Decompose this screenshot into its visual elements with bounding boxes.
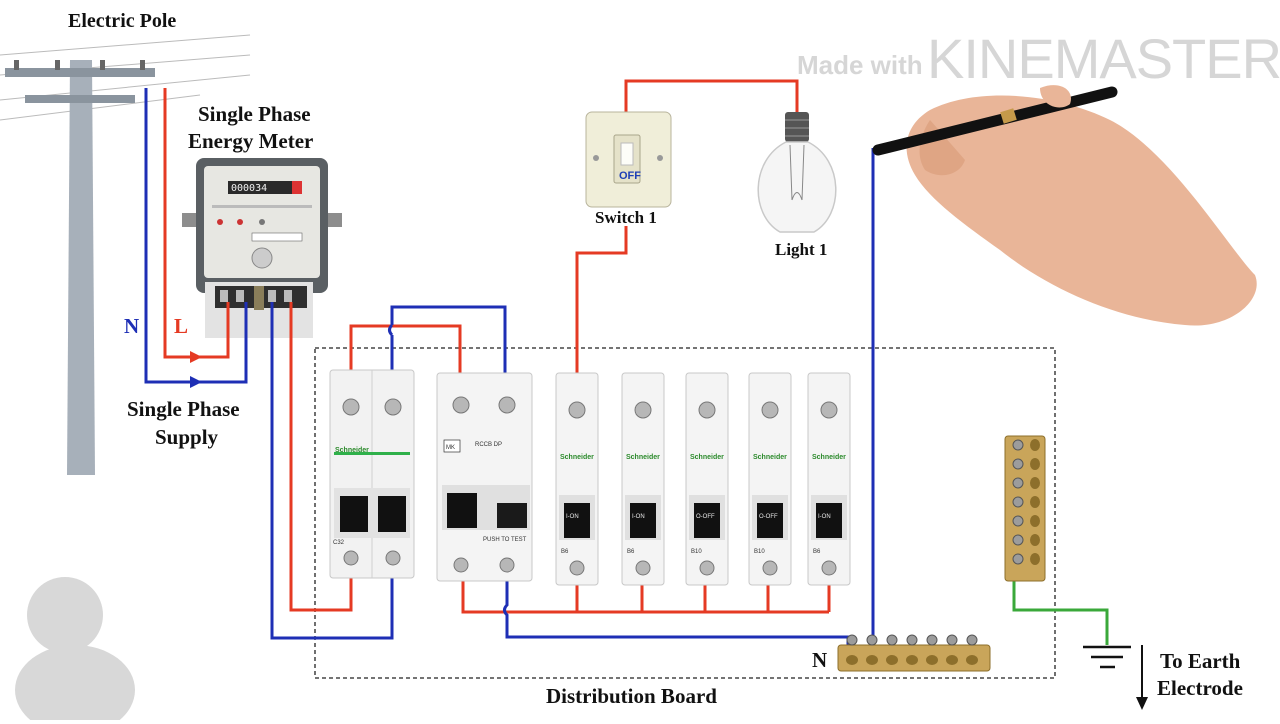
avatar-placeholder bbox=[15, 577, 135, 724]
neutral-bar-label: N bbox=[812, 648, 828, 672]
screw bbox=[926, 634, 938, 646]
earth-symbol bbox=[1083, 645, 1131, 669]
wiring bbox=[144, 79, 1109, 645]
mcb-brand: Schneider bbox=[812, 454, 846, 461]
neutral-label: N bbox=[124, 314, 140, 338]
mcb-rating: B10 bbox=[691, 549, 702, 555]
screw bbox=[1012, 496, 1024, 508]
screw bbox=[966, 634, 978, 646]
energy-meter: 000034 bbox=[182, 158, 342, 338]
neutral-link-bar bbox=[837, 634, 991, 672]
terminal-hole bbox=[926, 655, 938, 665]
light-switch bbox=[585, 111, 672, 208]
supply-label-line2: Supply bbox=[155, 425, 219, 449]
terminal-hole bbox=[1030, 553, 1040, 565]
electric-pole bbox=[0, 34, 251, 475]
live-label: L bbox=[174, 314, 189, 338]
mcb-state: O-OFF bbox=[696, 514, 715, 520]
mcb-rating: B6 bbox=[813, 549, 821, 555]
rccb-text: RCCB DP bbox=[475, 442, 502, 448]
distribution-board-outline bbox=[314, 347, 1056, 679]
terminal-hole bbox=[866, 655, 878, 665]
screw bbox=[946, 634, 958, 646]
mcb-rating: B6 bbox=[627, 549, 635, 555]
mcb-brand: Schneider bbox=[560, 454, 594, 461]
earth-link-bar bbox=[1004, 435, 1046, 582]
rccb-brand: MK bbox=[446, 445, 455, 451]
screw bbox=[886, 634, 898, 646]
svg-text:000034: 000034 bbox=[231, 183, 267, 194]
terminal-hole bbox=[846, 655, 858, 665]
terminal-hole bbox=[966, 655, 978, 665]
screw bbox=[1012, 477, 1024, 489]
mcb-state: I-ON bbox=[632, 514, 645, 520]
mcb-brand: Schneider bbox=[690, 454, 724, 461]
mcb-state: O-OFF bbox=[759, 514, 778, 520]
electric-pole-label: Electric Pole bbox=[68, 10, 177, 32]
mcb-rating: B6 bbox=[561, 549, 569, 555]
screw bbox=[1012, 458, 1024, 470]
energy-meter-label-line2: Energy Meter bbox=[188, 129, 314, 153]
watermark-brand: KINEMASTER bbox=[927, 27, 1280, 90]
earth-arrow bbox=[1136, 645, 1148, 710]
hand-with-pen bbox=[872, 85, 1257, 326]
mcb-rating: B10 bbox=[754, 549, 765, 555]
screw bbox=[1012, 553, 1024, 565]
mcb-state: I-ON bbox=[566, 514, 579, 520]
screw bbox=[1012, 534, 1024, 546]
earth-label-line2: Electrode bbox=[1157, 676, 1243, 700]
rccb: MK RCCB DP PUSH TO TEST bbox=[436, 372, 533, 582]
mcb-brand: Schneider bbox=[753, 454, 787, 461]
terminal-hole bbox=[946, 655, 958, 665]
earth-label-line1: To Earth bbox=[1160, 649, 1241, 673]
light-bulb bbox=[757, 112, 837, 233]
screw bbox=[1012, 515, 1024, 527]
mcb-brand: Schneider bbox=[626, 454, 660, 461]
terminal-hole bbox=[1030, 458, 1040, 470]
terminal-hole bbox=[906, 655, 918, 665]
screw bbox=[906, 634, 918, 646]
watermark-prefix: Made with bbox=[797, 50, 923, 80]
supply-label-line1: Single Phase bbox=[127, 397, 240, 421]
terminal-hole bbox=[1030, 534, 1040, 546]
rccb-test-button-label: PUSH TO TEST bbox=[483, 537, 527, 543]
terminal-hole bbox=[1030, 515, 1040, 527]
screw bbox=[866, 634, 878, 646]
switch-label: Switch 1 bbox=[595, 208, 657, 227]
screw bbox=[846, 634, 858, 646]
light-label: Light 1 bbox=[775, 240, 828, 259]
mcb-state: I-ON bbox=[818, 514, 831, 520]
terminal-hole bbox=[1030, 477, 1040, 489]
terminal-hole bbox=[1030, 439, 1040, 451]
switch-state-label: OFF bbox=[619, 170, 641, 182]
main-switch-rating: C32 bbox=[333, 540, 345, 546]
screw bbox=[1012, 439, 1024, 451]
energy-meter-label-line1: Single Phase bbox=[198, 102, 311, 126]
terminal-hole bbox=[1030, 496, 1040, 508]
terminal-hole bbox=[886, 655, 898, 665]
main-switch-brand: Schneider bbox=[335, 447, 369, 454]
distribution-board-label: Distribution Board bbox=[546, 684, 717, 708]
